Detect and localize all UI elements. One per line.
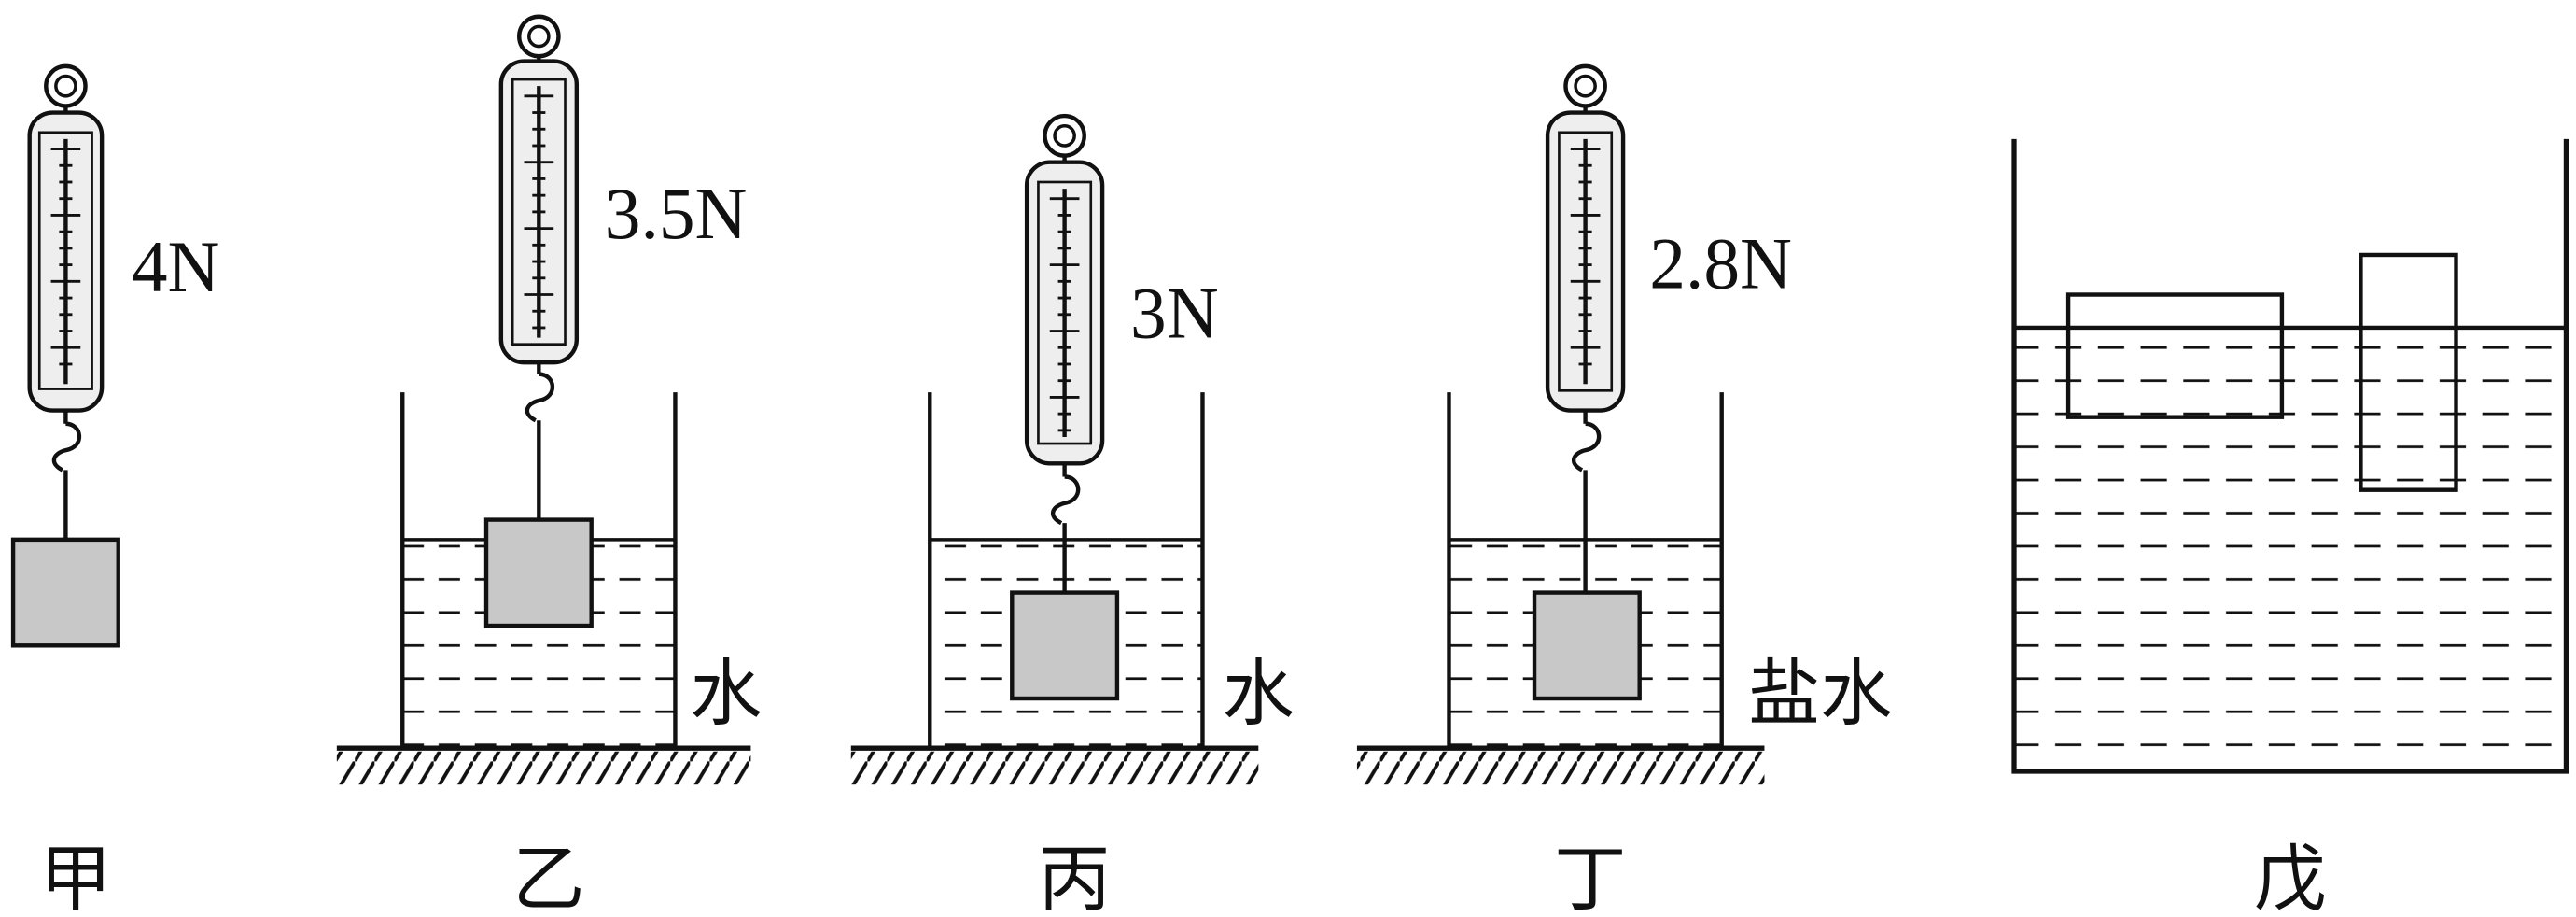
panel-jia: 4N 甲 [10, 63, 220, 917]
floating-block-vertical [2359, 252, 2458, 492]
block [1010, 590, 1120, 701]
panel-caption: 甲 [39, 839, 111, 917]
spring-scale [1545, 63, 1626, 473]
block [1532, 590, 1642, 701]
spring-scale [498, 14, 580, 423]
liquid-label: 水 [690, 654, 762, 734]
ground [850, 751, 1259, 785]
spring-scale [27, 63, 105, 473]
ground [336, 751, 751, 785]
ground [1356, 751, 1765, 785]
panel-caption: 丙 [1038, 839, 1110, 917]
block [10, 537, 120, 648]
panel-wu: 戊 [2011, 138, 2569, 917]
panel-caption: 戊 [2254, 839, 2326, 917]
container [1447, 392, 1724, 749]
container [928, 392, 1205, 749]
liquid [2014, 327, 2567, 772]
liquid-label: 盐水 [1748, 654, 1893, 734]
scale-reading: 3.5N [605, 174, 748, 254]
container [400, 392, 678, 749]
block [483, 517, 594, 628]
panel-caption: 乙 [512, 839, 584, 917]
liquid-label: 水 [1223, 654, 1295, 734]
scale-reading: 3N [1130, 273, 1219, 353]
panel-caption: 丁 [1554, 839, 1626, 917]
panel-bing: 3N 水 丙 [850, 113, 1295, 917]
panel-ding: 2.8N 盐水 丁 [1356, 63, 1893, 917]
scale-reading: 2.8N [1649, 223, 1792, 303]
scale-reading: 4N [132, 227, 220, 307]
spring-scale [1024, 113, 1105, 526]
floating-block-horizontal [2065, 292, 2285, 419]
panel-yi: 3.5N 水 乙 [336, 14, 763, 917]
container [2011, 138, 2569, 774]
